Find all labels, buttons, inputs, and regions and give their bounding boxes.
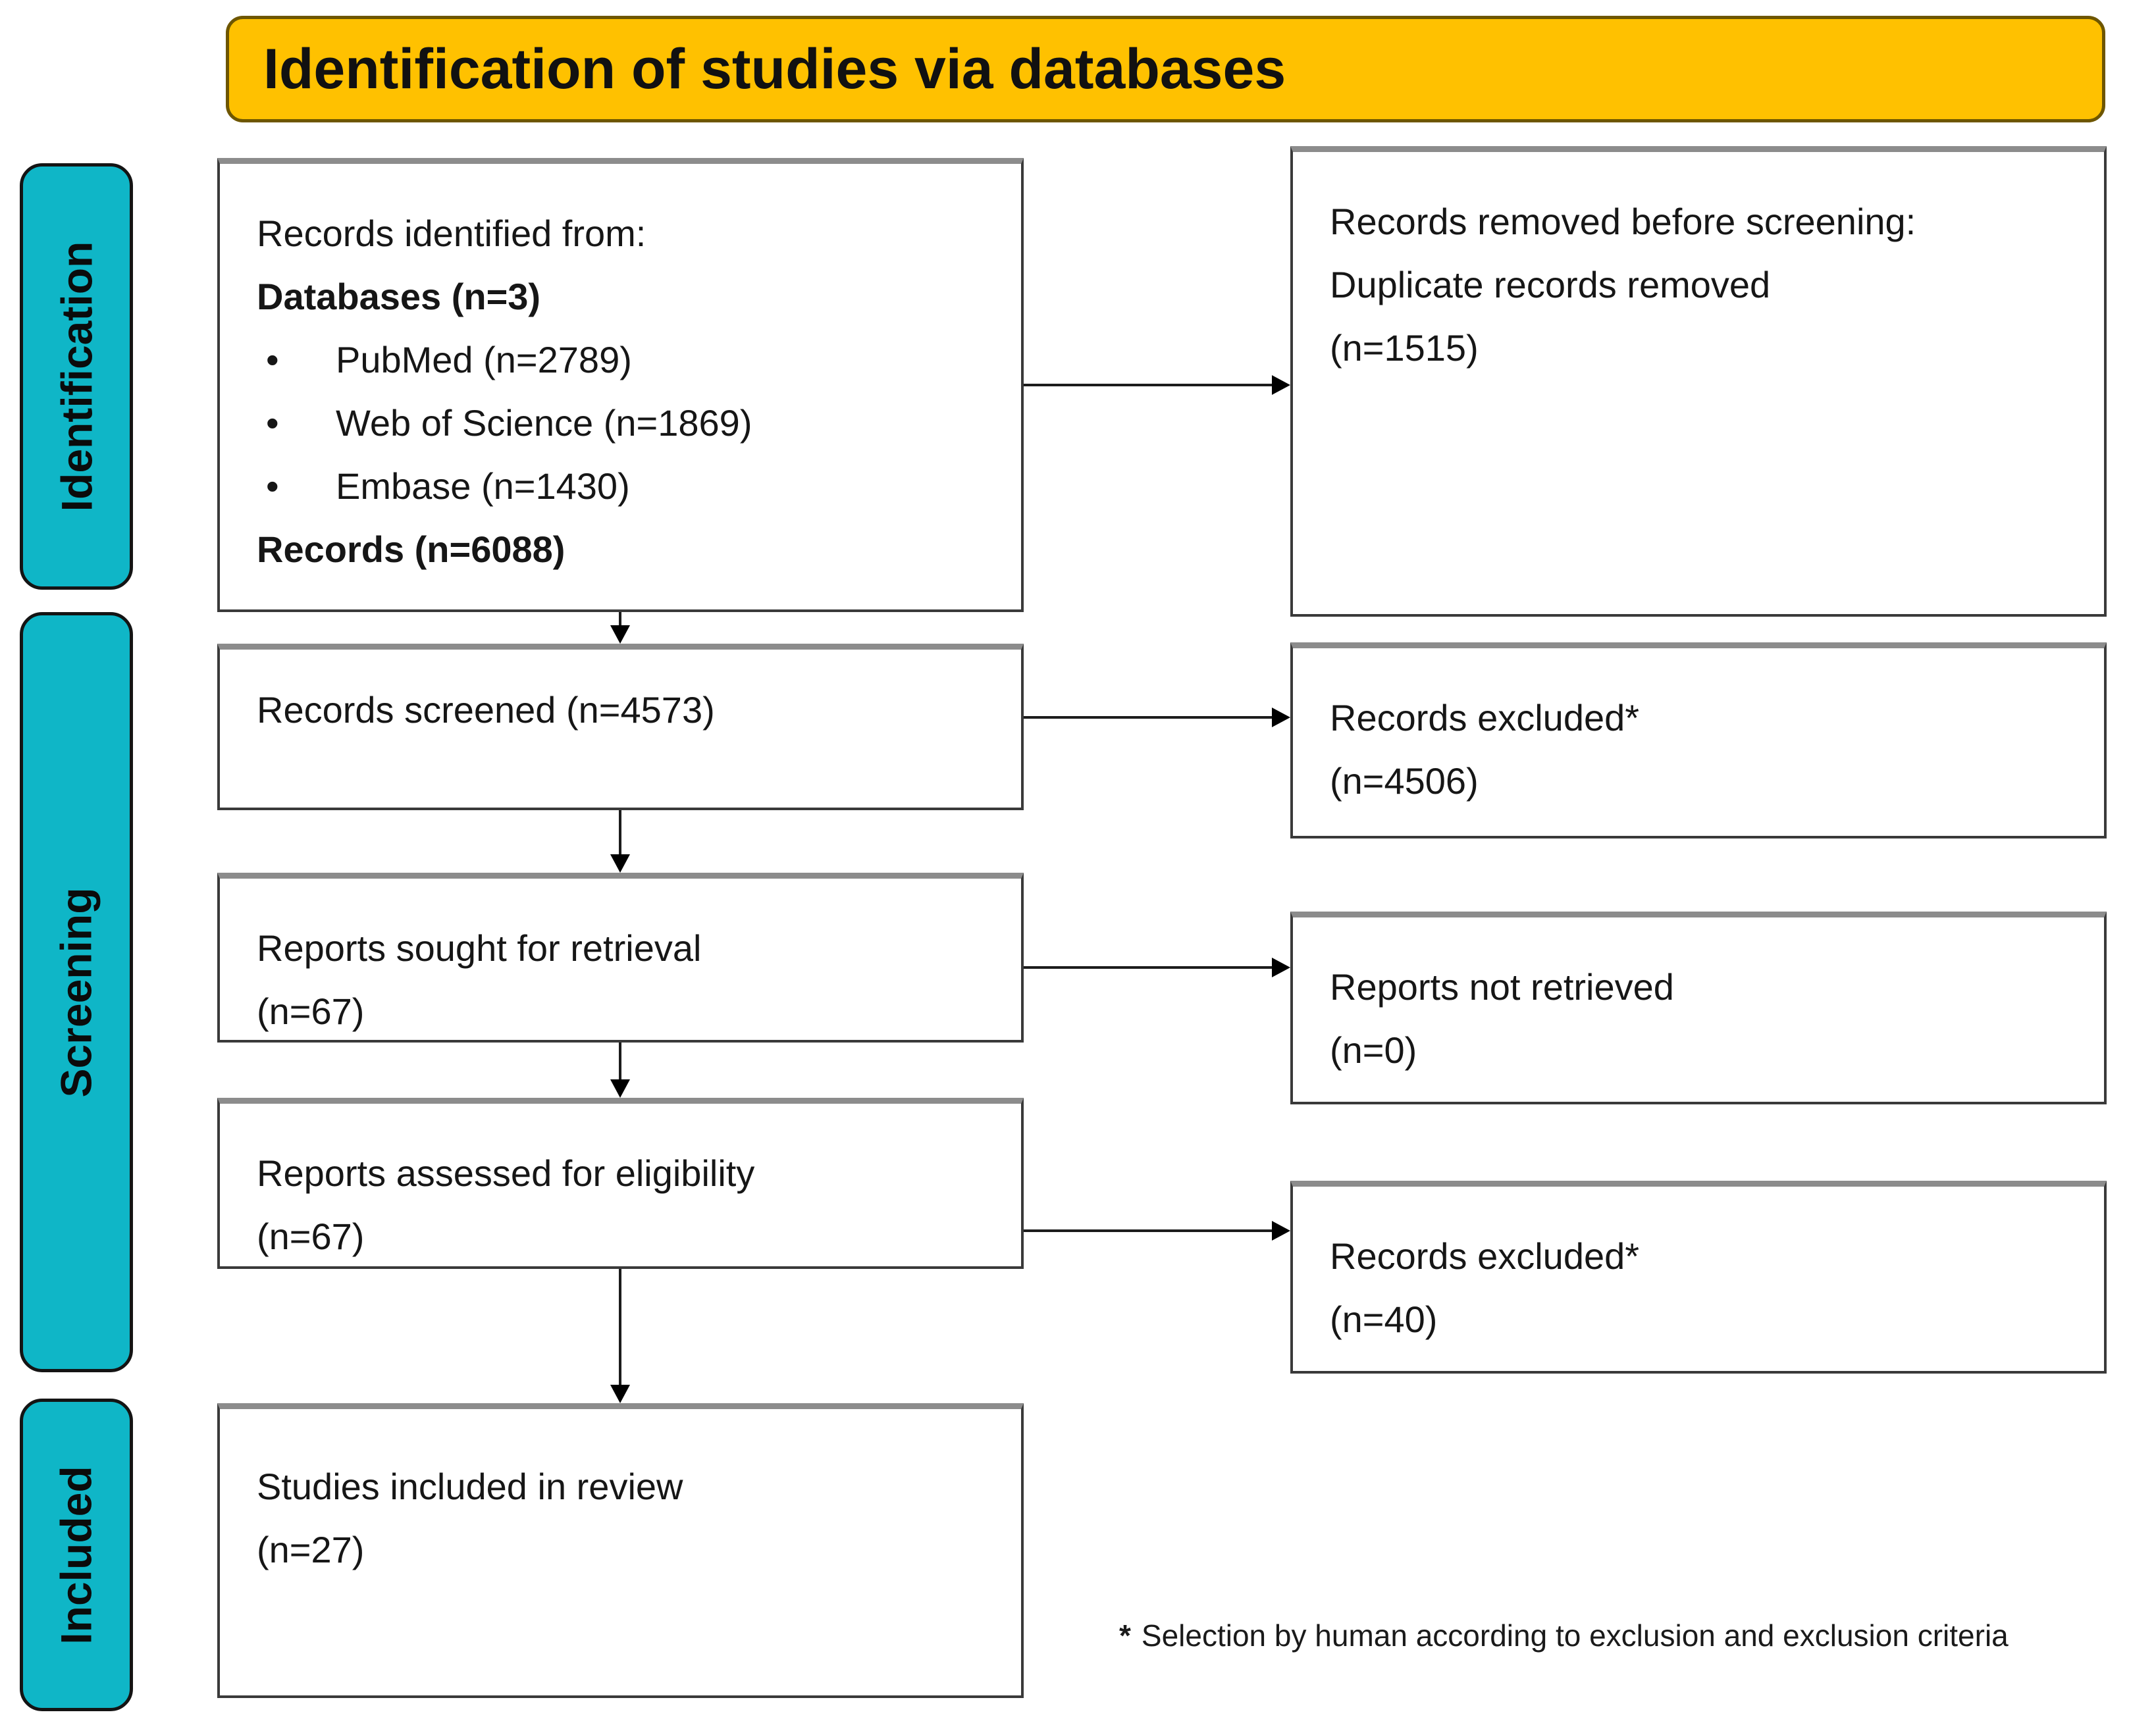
header-banner: Identification of studies via databases [226,16,2105,122]
arrow-right-icon [1272,375,1290,395]
stage-tab-screening: Screening [20,612,133,1372]
arrow-identified-to-removed [1024,374,1290,396]
records-excluded-2-count: (n=40) [1330,1299,1438,1340]
bullet-label: Web of Science (n=1869) [336,402,752,444]
stage-label-included: Included [52,1465,101,1645]
arrow-assessed-to-excluded [1024,1220,1290,1242]
bullet-icon: • [266,339,279,380]
arrow-identified-to-screened [609,612,631,644]
box-reports-not-retrieved: Reports not retrieved (n=0) [1290,912,2107,1104]
footnote-text: Selection by human according to exclusio… [1141,1618,2009,1653]
databases-total: Databases (n=3) [257,276,541,317]
footnote: * Selection by human according to exclusi… [1119,1616,2146,1655]
box-reports-assessed: Reports assessed for eligibility (n=67) [217,1098,1024,1269]
box-records-excluded-screening: Records excluded* (n=4506) [1290,642,2107,838]
arrow-right-icon [1272,708,1290,727]
bullet-label: Embase (n=1430) [336,465,630,507]
records-screened-text: Records screened (n=4573) [257,689,715,731]
bullet-item-pubmed: • PubMed (n=2789) [257,328,995,392]
box-records-screened: Records screened (n=4573) [217,644,1024,810]
records-removed-text: Records removed before screening: [1330,201,1916,242]
arrow-down-icon [610,625,630,644]
arrow-sought-to-not-retrieved [1024,956,1290,979]
arrow-stem [1024,966,1275,969]
arrow-right-icon [1272,958,1290,977]
duplicates-removed-text: Duplicate records removed [1330,264,1771,305]
arrow-sought-to-assessed [609,1043,631,1098]
arrow-stem [619,1043,621,1082]
arrow-stem [619,1269,621,1387]
stage-tab-included: Included [20,1399,133,1711]
arrow-screened-to-sought [609,810,631,873]
box-records-excluded-eligibility: Records excluded* (n=40) [1290,1181,2107,1374]
reports-not-retrieved-count: (n=0) [1330,1029,1417,1071]
arrow-stem [619,612,621,628]
bullet-label: PubMed (n=2789) [336,339,632,380]
bullet-item-web-of-science: • Web of Science (n=1869) [257,392,995,455]
arrow-right-icon [1272,1221,1290,1241]
box-studies-included: Studies included in review (n=27) [217,1403,1024,1698]
arrow-stem [619,810,621,857]
records-excluded-text: Records excluded* [1330,697,1640,738]
records-excluded-count: (n=4506) [1330,760,1479,802]
box-records-identified: Records identified from: Databases (n=3)… [217,158,1024,612]
reports-sought-count: (n=67) [257,991,365,1032]
arrow-down-icon [610,1385,630,1403]
records-total: Records (n=6088) [257,528,565,570]
stage-label-screening: Screening [52,887,101,1098]
reports-assessed-text: Reports assessed for eligibility [257,1152,755,1194]
arrow-stem [1024,384,1275,386]
studies-included-count: (n=27) [257,1529,365,1570]
records-identified-intro: Records identified from: [257,213,646,254]
bullet-icon: • [266,465,279,507]
reports-not-retrieved-text: Reports not retrieved [1330,966,1674,1008]
arrow-stem [1024,1229,1275,1232]
bullet-item-embase: • Embase (n=1430) [257,455,995,518]
bullet-icon: • [266,402,279,444]
footnote-asterisk: * [1119,1618,1131,1653]
arrow-down-icon [610,854,630,873]
box-reports-sought: Reports sought for retrieval (n=67) [217,873,1024,1043]
reports-assessed-count: (n=67) [257,1216,365,1257]
arrow-down-icon [610,1079,630,1098]
box-records-removed: Records removed before screening: Duplic… [1290,146,2107,617]
arrow-screened-to-excluded [1024,706,1290,729]
page-title: Identification of studies via databases [263,37,1286,101]
arrow-assessed-to-included [609,1269,631,1403]
stage-tab-identification: Identification [20,163,133,590]
reports-sought-text: Reports sought for retrieval [257,927,702,969]
records-removed-count: (n=1515) [1330,327,1479,369]
studies-included-text: Studies included in review [257,1466,683,1507]
arrow-stem [1024,716,1275,719]
stage-label-identification: Identification [52,241,101,512]
records-excluded-2-text: Records excluded* [1330,1235,1640,1277]
